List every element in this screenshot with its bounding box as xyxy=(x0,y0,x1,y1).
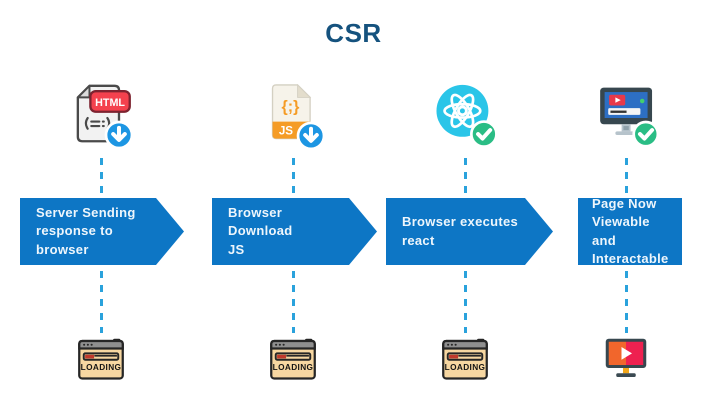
dashed-connector xyxy=(464,271,467,333)
download-badge-icon xyxy=(296,121,326,151)
progress-bar xyxy=(82,352,120,361)
step-banner-server-response: Server Sending response to browser xyxy=(20,198,184,265)
step-banner-page-viewable: Page Now Viewable and Interactable xyxy=(578,196,682,266)
step-label: Browser Download JS xyxy=(228,205,293,257)
progress-bar xyxy=(274,352,312,361)
download-badge-icon xyxy=(104,120,134,150)
html-badge-label: HTML xyxy=(95,97,125,109)
dashed-connector xyxy=(292,158,295,198)
js-badge-label: JS xyxy=(279,125,293,138)
react-logo-icon xyxy=(436,84,498,148)
loading-label: LOADING xyxy=(273,363,314,372)
dashed-connector xyxy=(464,158,467,198)
loading-window-icon: LOADING xyxy=(442,338,488,380)
loading-window-icon: LOADING xyxy=(78,338,124,380)
check-badge-icon xyxy=(632,120,660,148)
dashed-connector xyxy=(625,271,628,333)
page-title: CSR xyxy=(325,18,382,48)
loading-label: LOADING xyxy=(445,363,486,372)
play-icon xyxy=(621,347,632,360)
js-file-download-icon: {;} JS xyxy=(271,83,326,151)
check-badge-icon xyxy=(470,120,498,148)
step-label: Page Now Viewable and Interactable xyxy=(592,196,669,266)
step-banner-browser-executes: Browser executes react xyxy=(386,198,553,265)
step-label: Browser executes react xyxy=(402,214,519,248)
step-label: Server Sending response to browser xyxy=(36,205,136,257)
monitor-viewable-icon xyxy=(600,87,660,148)
html-file-download-icon: HTML xyxy=(76,84,134,150)
html-badge xyxy=(89,89,131,113)
react-atom-orbits xyxy=(443,93,482,129)
step-banner-browser-download: Browser Download JS xyxy=(212,198,377,265)
dashed-connector xyxy=(292,271,295,333)
dashed-connector xyxy=(625,158,628,198)
video-player-monitor-icon xyxy=(605,338,647,377)
progress-bar xyxy=(446,352,484,361)
loading-window-icon: LOADING xyxy=(270,338,316,380)
js-code-glyph: {;} xyxy=(281,98,300,116)
dashed-connector xyxy=(100,158,103,198)
loading-label: LOADING xyxy=(81,363,122,372)
dashed-connector xyxy=(100,271,103,333)
